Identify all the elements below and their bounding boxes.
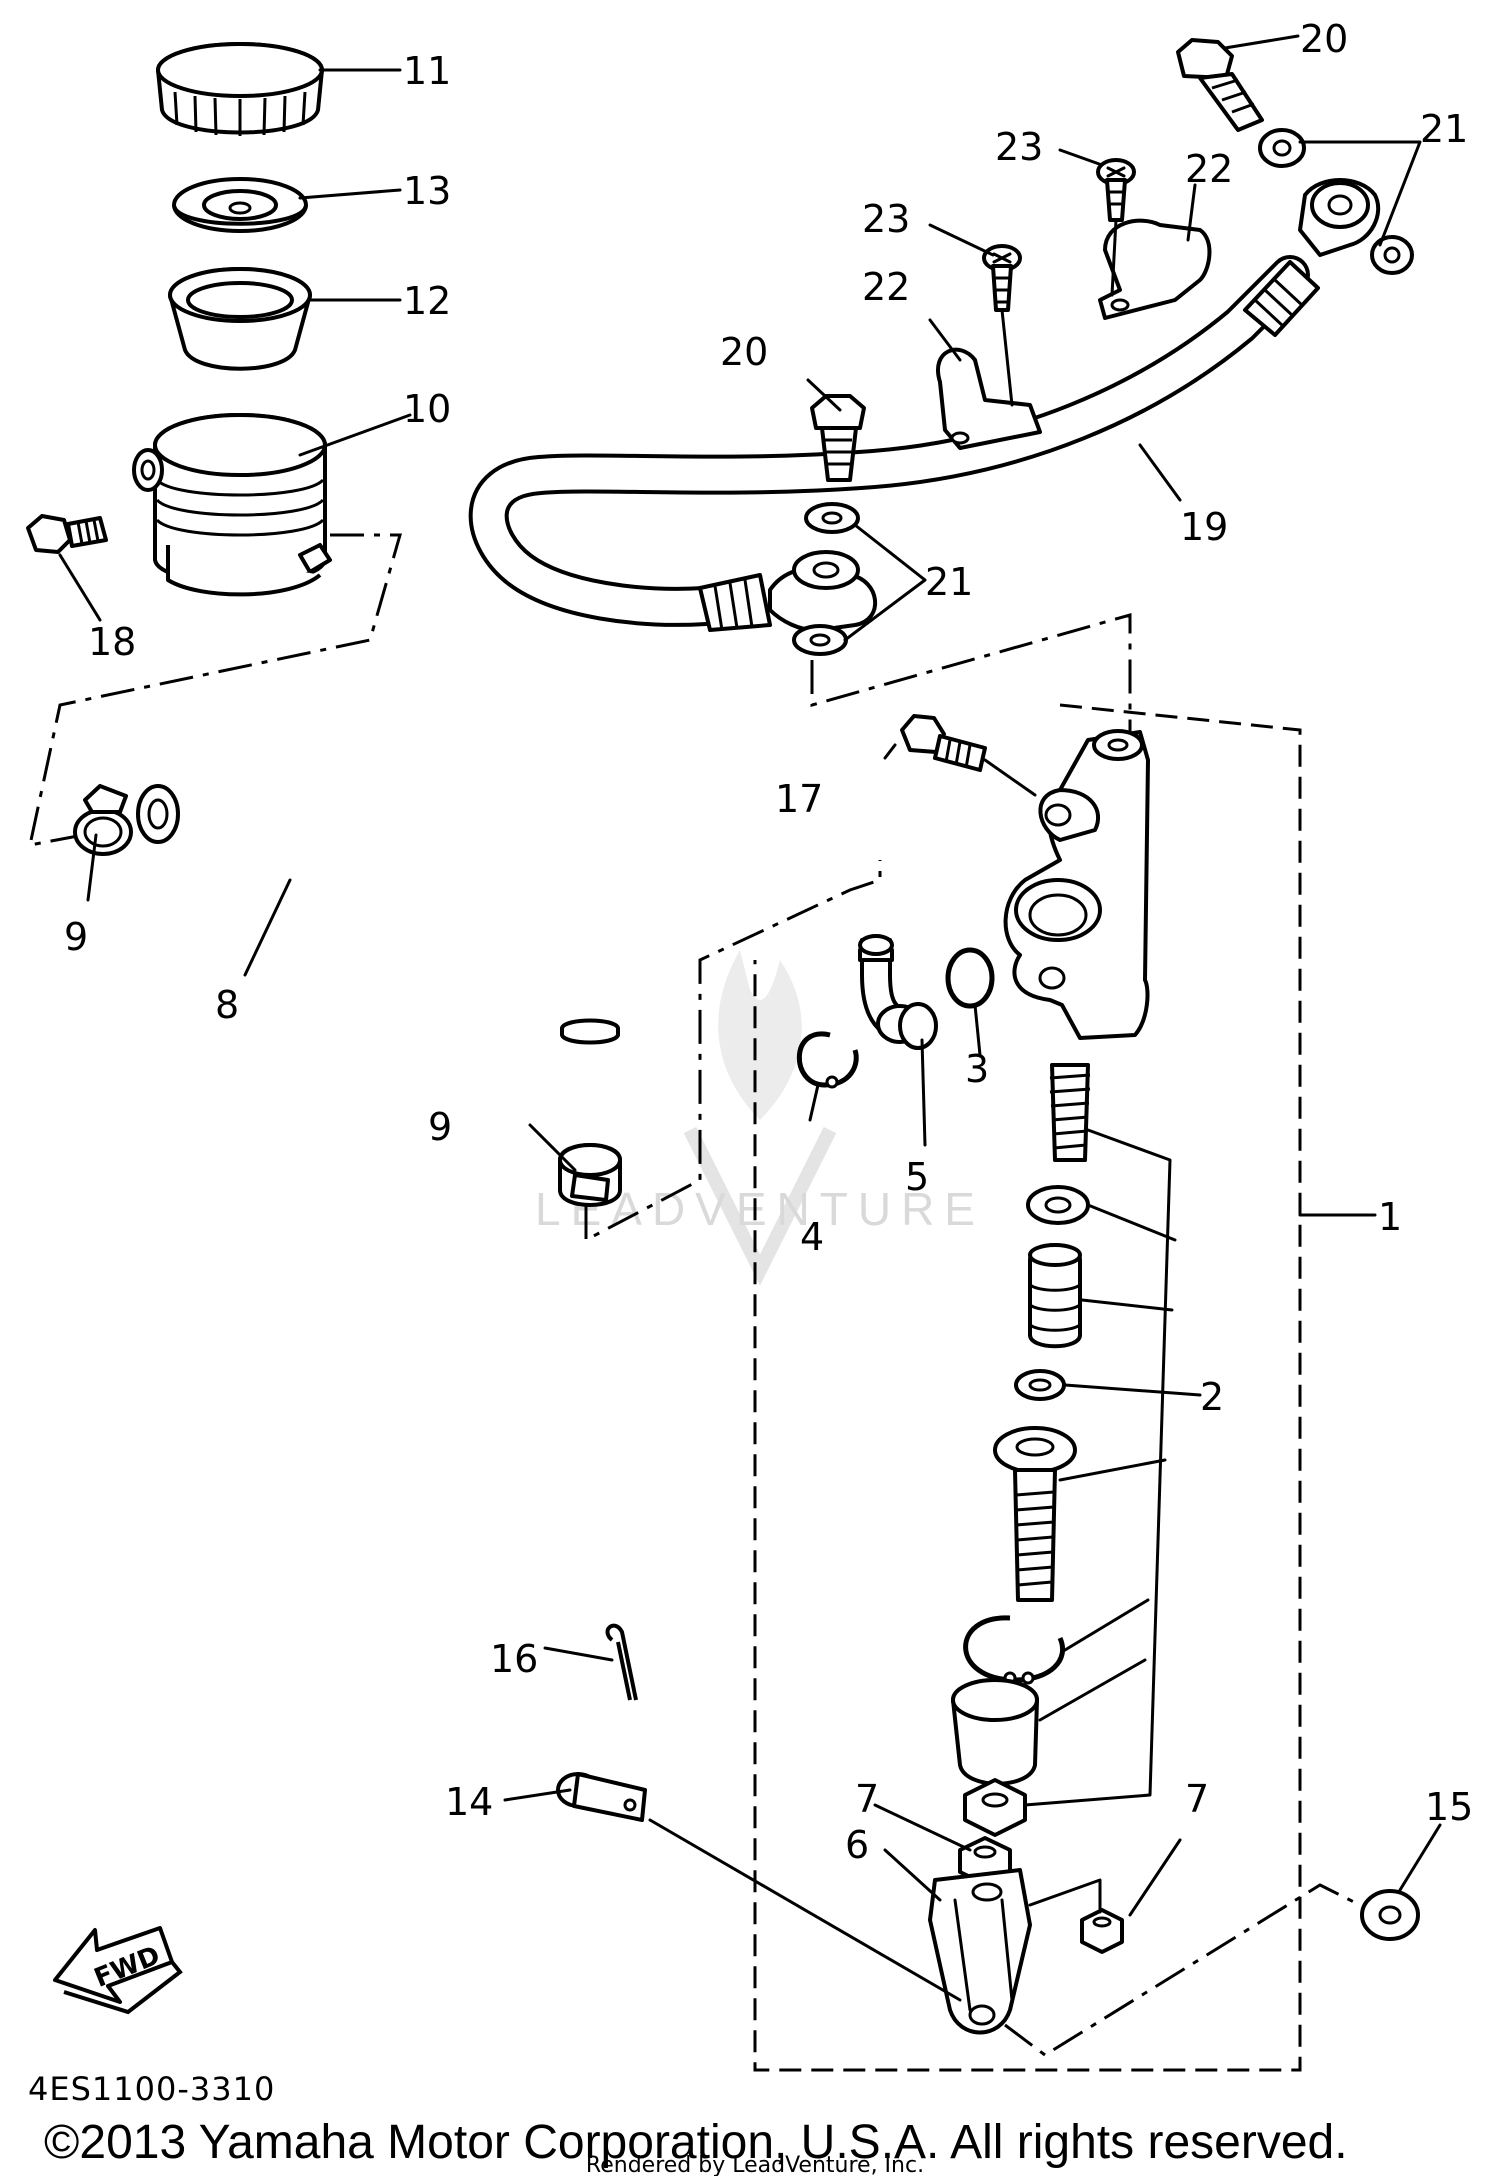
clevis-pin [556,1772,647,1822]
banjo-fitting-upper [1298,178,1381,257]
reservoir-cap [156,42,324,136]
label-part-23-lower: 23 [862,197,910,241]
brake-hose [468,255,1320,632]
label-part-17: 17 [775,777,823,821]
reservoir-tank [132,413,332,597]
master-cylinder-body [1003,729,1150,1040]
diaphragm-holder [172,177,308,233]
label-part-20-lower: 20 [720,330,768,374]
label-part-22-upper: 22 [1185,147,1233,191]
label-part-18: 18 [88,620,136,664]
label-part-8: 8 [215,983,239,1027]
reservoir-hose [136,776,620,1060]
reservoir-bolt [26,514,108,554]
label-part-10: 10 [403,387,451,431]
banjo-fitting-lower [768,550,878,633]
nut-guide-line [1028,1878,1102,1914]
label-part-14: 14 [445,1780,493,1824]
label-part-3: 3 [965,1047,989,1091]
hose-clamp-lower [558,1143,622,1207]
forward-arrow-icon: FWD [53,1926,183,2015]
label-part-1: 1 [1378,1195,1402,1239]
master-cylinder-bolt [900,714,1037,797]
lock-nut-side [1080,1908,1124,1954]
o-ring [945,947,995,1009]
copyright-text: ©2013 Yamaha Motor Corporation, U.S.A. A… [44,2116,1348,2169]
label-part-15: 15 [1425,1785,1473,1829]
label-part-9-upper: 9 [64,915,88,959]
label-part-20-upper: 20 [1300,17,1348,61]
cotter-pin [605,1623,638,1701]
master-cylinder-assembly-box [753,703,1302,2072]
label-part-13: 13 [403,169,451,213]
label-part-16: 16 [490,1637,538,1681]
hose-guides [936,218,1212,450]
part-number-labels: 11 13 12 10 18 9 8 9 20 21 23 22 23 22 2… [64,17,1473,1867]
label-part-21-upper: 21 [1420,107,1468,151]
label-part-6: 6 [845,1823,869,1867]
label-part-11: 11 [403,49,451,93]
label-part-23-upper: 23 [995,125,1043,169]
label-part-4: 4 [800,1215,824,1259]
label-part-9-lower: 9 [428,1105,452,1149]
hose-clamp-guide [584,860,882,1243]
rendered-by-text: Rendered by LeadVenture, Inc. [586,2153,924,2176]
washer-guide-line [1004,1883,1361,2057]
label-part-7-right: 7 [1185,1777,1209,1821]
diaphragm [168,267,312,371]
label-part-12: 12 [403,279,451,323]
label-part-19: 19 [1180,505,1228,549]
pin-guide-line [648,1818,962,2002]
copper-washers [792,128,1414,656]
hose-clamp-upper [73,784,133,856]
diagram-code: 4ES1100-3310 [28,2070,275,2108]
clevis [928,1868,1032,2035]
union-bolt-upper [1176,38,1264,132]
leader-lines [58,34,1442,1917]
circlip-small [796,1031,859,1089]
hose-to-master-guide [810,613,1132,740]
hose-joint [858,934,938,1050]
label-part-7-left: 7 [855,1777,879,1821]
pin-washer [1360,1889,1420,1941]
piston-kit [951,1063,1091,1837]
label-part-22-lower: 22 [862,265,910,309]
label-part-2: 2 [1200,1375,1224,1419]
label-part-21-lower: 21 [925,560,973,604]
label-part-5: 5 [905,1155,929,1199]
guide-screws [982,158,1136,407]
